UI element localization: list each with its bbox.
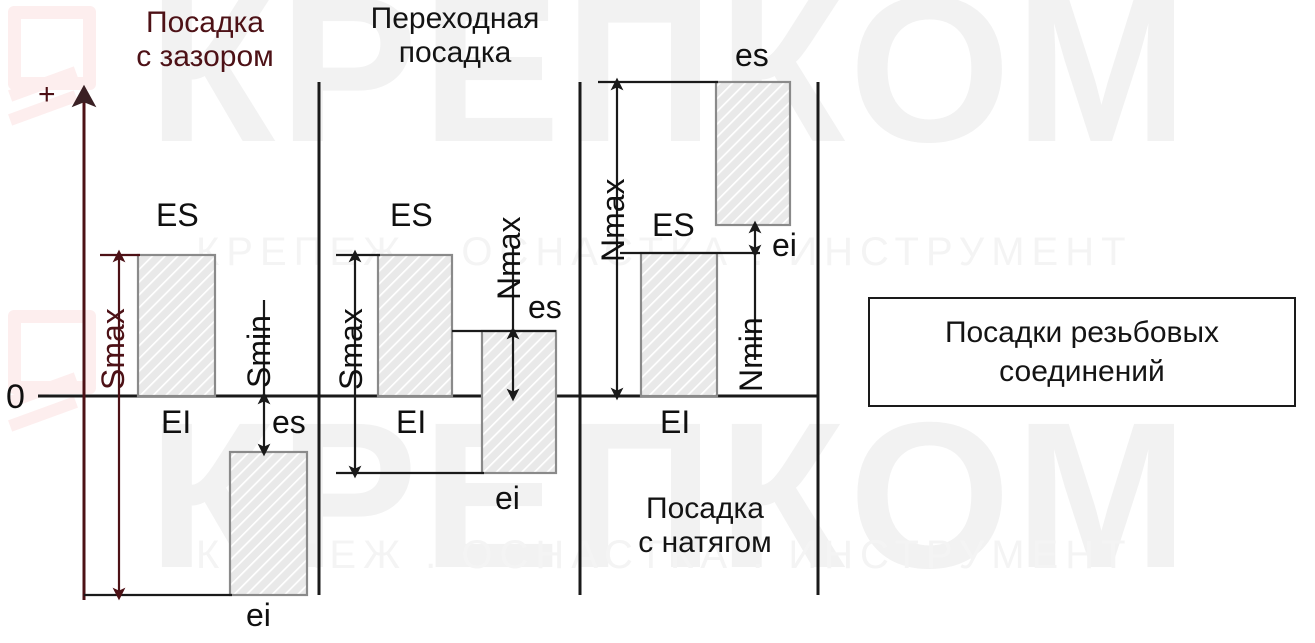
transition-es-label: es: [528, 289, 562, 325]
transition-shaft-field: [480, 329, 558, 475]
header-clearance-fit: Посадка с зазором: [136, 6, 274, 73]
transition-Smax-label: Smax: [333, 308, 369, 390]
clearance-ei-label: ei: [246, 597, 271, 633]
interference-shaft-field: [714, 80, 792, 227]
zero-label: 0: [6, 378, 25, 416]
interference-ES-label: ES: [652, 207, 695, 243]
clearance-ES-label: ES: [156, 197, 199, 233]
transition-fit-group: [336, 248, 558, 479]
transition-Nmax-label: Nmax: [491, 216, 527, 300]
interference-Nmin-label: Nmin: [733, 317, 769, 392]
interference-fit-group: [598, 77, 792, 401]
transition-ES-label: ES: [390, 197, 433, 233]
clearance-hole-field: [136, 253, 217, 398]
interference-hole-field: [639, 251, 719, 398]
clearance-fit-group: [84, 249, 309, 601]
transition-ei-label: ei: [495, 480, 520, 516]
clearance-EI-label: EI: [161, 404, 192, 440]
legend-title: Посадки резьбовых соединений: [944, 316, 1220, 388]
interference-es-label: es: [735, 37, 769, 73]
header-transition-fit: Переходная посадка: [370, 2, 540, 69]
interference-EI-label: EI: [660, 404, 691, 440]
clearance-shaft-field: [228, 450, 309, 597]
header-interference-fit: Посадка с натягом: [638, 492, 772, 559]
clearance-Smax-label: Smax: [95, 308, 131, 390]
interference-Nmax-label: Nmax: [595, 178, 631, 262]
transition-EI-label: EI: [396, 404, 427, 440]
transition-hole-field: [376, 253, 454, 398]
clearance-es-label: es: [272, 404, 306, 440]
legend-box: Посадки резьбовых соединений: [868, 297, 1296, 407]
clearance-Smin-label: Smin: [241, 315, 277, 388]
interference-ei-label: ei: [772, 227, 797, 263]
plus-sign-label: +: [38, 78, 56, 111]
